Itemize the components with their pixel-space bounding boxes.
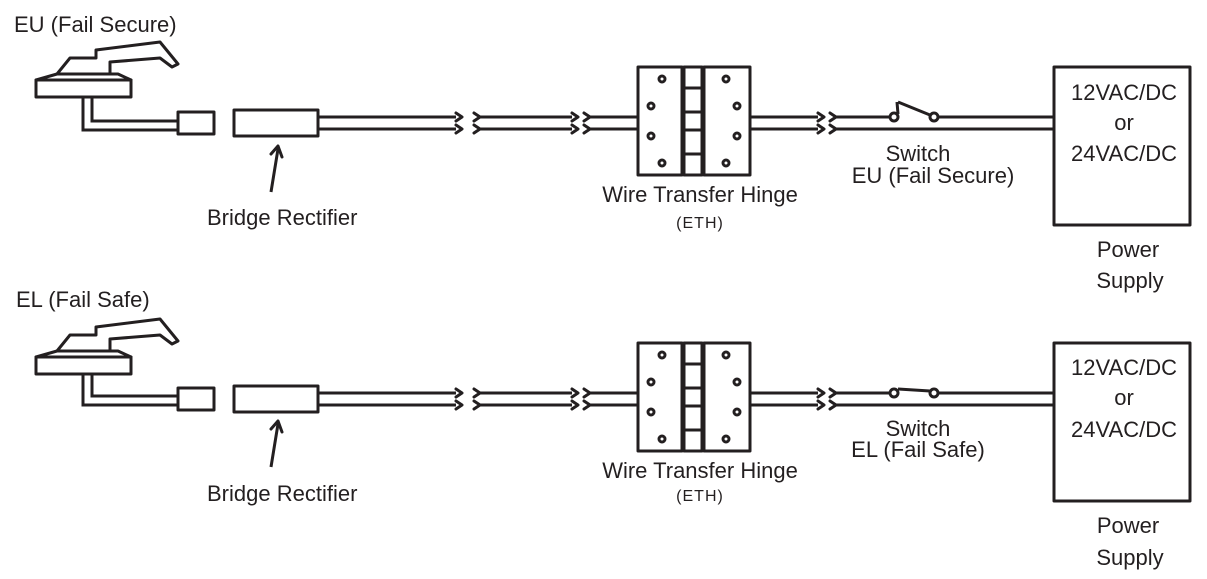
psu-or: or bbox=[1114, 385, 1134, 410]
bridge-rectifier-box bbox=[232, 384, 320, 414]
connector-plug bbox=[176, 386, 216, 412]
hinge-sub-label: (ETH) bbox=[676, 488, 724, 505]
power-supply: 12VAC/DC or 24VAC/DC Power Supply bbox=[1052, 65, 1192, 293]
psu-caption-1: Power bbox=[1097, 237, 1159, 262]
psu-caption-1: Power bbox=[1097, 513, 1159, 538]
switch-label: Switch bbox=[886, 416, 951, 441]
psu-voltage-2: 24VAC/DC bbox=[1071, 417, 1177, 442]
lock-label: EL (Fail Safe) bbox=[16, 287, 150, 312]
bridge-rectifier-1: Bridge Rectifier bbox=[207, 108, 357, 230]
power-supply-box bbox=[1052, 341, 1192, 503]
switch-sub-label: EL (Fail Safe) bbox=[851, 437, 985, 462]
wire-transfer-hinge-icon bbox=[636, 341, 752, 453]
power-supply-box bbox=[1052, 65, 1192, 227]
switch-open-icon bbox=[888, 100, 940, 123]
psu-caption-2: Supply bbox=[1096, 268, 1163, 293]
circuit-eu: EU (Fail Secure) Bridge Rectifier bbox=[14, 12, 1192, 293]
hinge-label: Wire Transfer Hinge bbox=[602, 458, 798, 483]
bridge-rectifier-box bbox=[232, 108, 320, 138]
wire-run-1 bbox=[318, 111, 638, 135]
psu-voltage-1: 12VAC/DC bbox=[1071, 355, 1177, 380]
power-supply: 12VAC/DC or 24VAC/DC Power Supply bbox=[1052, 341, 1192, 570]
wire-run-1 bbox=[318, 387, 638, 411]
lever-lock-icon bbox=[34, 40, 180, 132]
lock-label: EU (Fail Secure) bbox=[14, 12, 177, 37]
connector-plug bbox=[176, 110, 216, 136]
psu-or: or bbox=[1114, 110, 1134, 135]
switch-label: Switch bbox=[886, 141, 951, 166]
psu-caption-2: Supply bbox=[1096, 545, 1163, 570]
rectifier-label: Bridge Rectifier bbox=[207, 205, 357, 230]
switch-sub-label: EU (Fail Secure) bbox=[852, 163, 1015, 188]
hinge-label: Wire Transfer Hinge bbox=[602, 182, 798, 207]
rectifier-label: Bridge Rectifier bbox=[207, 481, 357, 506]
psu-voltage-1: 12VAC/DC bbox=[1071, 80, 1177, 105]
wire-transfer-hinge-icon bbox=[636, 65, 752, 177]
bridge-rectifier-2: Bridge Rectifier bbox=[207, 384, 357, 506]
switch-closed-icon bbox=[888, 387, 940, 399]
wire-run-2 bbox=[750, 111, 1054, 135]
circuit-el: EL (Fail Safe) Bridge Rectifier bbox=[16, 287, 1192, 570]
psu-voltage-2: 24VAC/DC bbox=[1071, 141, 1177, 166]
wire-run-2 bbox=[750, 387, 1054, 411]
lever-lock-icon bbox=[34, 317, 180, 407]
hinge-sub-label: (ETH) bbox=[676, 215, 724, 232]
